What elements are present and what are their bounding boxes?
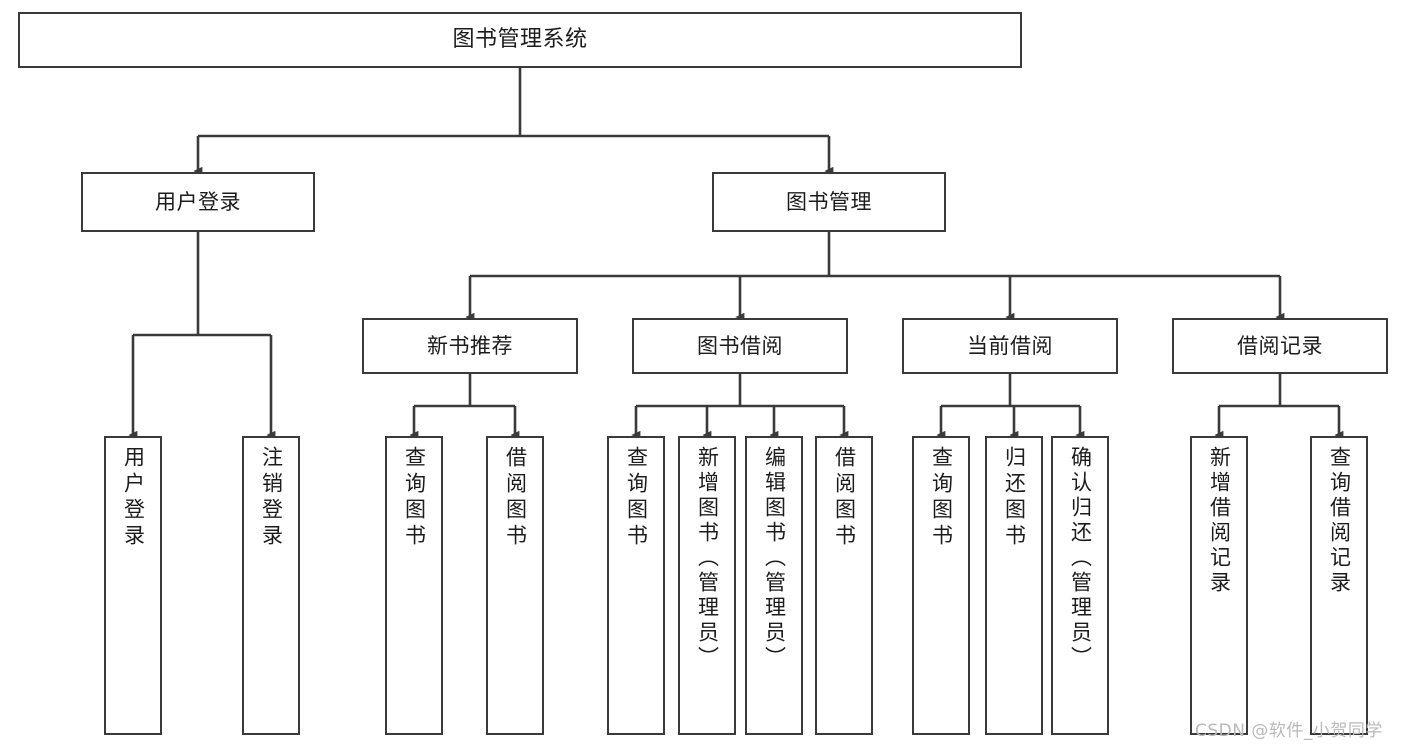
node-user-login[interactable]: 用户登录 <box>81 172 315 232</box>
node-leaf-return-book[interactable]: 归还图书 <box>985 436 1043 735</box>
node-label: 用户登录 <box>121 446 146 550</box>
node-leaf-user-login[interactable]: 用户登录 <box>104 436 162 735</box>
node-leaf-add-book-admin[interactable]: 新增图书（管理员） <box>678 436 736 735</box>
node-label: 新书推荐 <box>427 333 513 358</box>
node-label: 查询图书 <box>624 446 649 550</box>
node-label: 新增图书（管理员） <box>695 446 720 671</box>
node-label: 查询借阅记录 <box>1327 446 1352 596</box>
node-label: 注销登录 <box>259 446 284 550</box>
node-leaf-edit-book-admin[interactable]: 编辑图书（管理员） <box>745 436 803 735</box>
node-current-borrow[interactable]: 当前借阅 <box>902 318 1118 374</box>
node-book-manage[interactable]: 图书管理 <box>712 172 946 232</box>
node-leaf-logout-login[interactable]: 注销登录 <box>242 436 300 735</box>
node-label: 当前借阅 <box>967 333 1053 358</box>
node-label: 借阅图书 <box>503 446 528 550</box>
node-root[interactable]: 图书管理系统 <box>18 12 1022 68</box>
node-label: 归还图书 <box>1002 446 1027 550</box>
node-label: 确认归还（管理员） <box>1068 446 1093 671</box>
node-book-borrow[interactable]: 图书借阅 <box>632 318 848 374</box>
node-label: 查询图书 <box>402 446 427 550</box>
node-label: 查询图书 <box>929 446 954 550</box>
node-label: 图书管理 <box>786 189 872 214</box>
node-leaf-borrow-book-2[interactable]: 借阅图书 <box>815 436 873 735</box>
node-label: 图书管理系统 <box>452 27 588 53</box>
node-leaf-borrow-book-1[interactable]: 借阅图书 <box>486 436 544 735</box>
node-borrow-record[interactable]: 借阅记录 <box>1172 318 1388 374</box>
node-label: 借阅记录 <box>1237 333 1323 358</box>
node-label: 编辑图书（管理员） <box>762 446 787 671</box>
node-leaf-add-borrow-record[interactable]: 新增借阅记录 <box>1190 436 1248 735</box>
node-label: 图书借阅 <box>697 333 783 358</box>
node-leaf-query-book-1[interactable]: 查询图书 <box>385 436 443 735</box>
node-leaf-query-book-3[interactable]: 查询图书 <box>912 436 970 735</box>
node-label: 新增借阅记录 <box>1207 446 1232 596</box>
node-leaf-confirm-return-admin[interactable]: 确认归还（管理员） <box>1051 436 1109 735</box>
node-label: 借阅图书 <box>832 446 857 550</box>
node-label: 用户登录 <box>155 189 241 214</box>
node-new-book-recommend[interactable]: 新书推荐 <box>362 318 578 374</box>
node-leaf-query-borrow-record[interactable]: 查询借阅记录 <box>1310 436 1368 735</box>
node-leaf-query-book-2[interactable]: 查询图书 <box>607 436 665 735</box>
watermark-text: CSDN @软件_小贺同学 <box>1195 721 1383 741</box>
